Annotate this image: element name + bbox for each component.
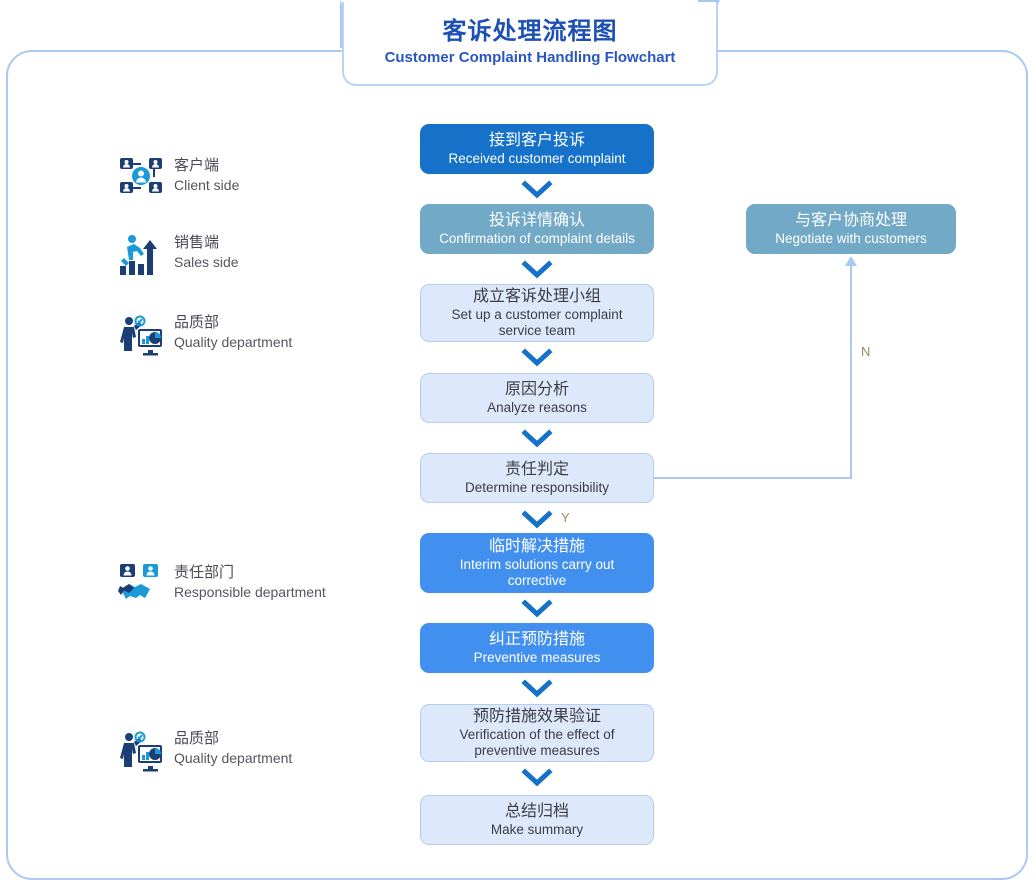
client-network-icon [118, 155, 164, 201]
role-label-cn: 销售端 [174, 234, 220, 251]
role-label-group: 责任部门 Responsible department [174, 562, 326, 601]
branch-connector-vertical [850, 266, 852, 479]
title-banner: 客诉处理流程图 Customer Complaint Handling Flow… [320, 0, 740, 92]
node-title-en: Make summary [490, 821, 584, 837]
chevron-down-icon [520, 258, 554, 280]
node-title-cn: 原因分析 [504, 380, 569, 398]
branch-arrow-up-icon [845, 256, 857, 266]
chevron-down-icon [520, 766, 554, 788]
chevron-down-icon [520, 178, 554, 200]
role-label-cn: 责任部门 [174, 564, 235, 581]
role-label-cn: 客户端 [174, 157, 220, 174]
role-quality-department-bottom: 品质部 Quality department [118, 728, 292, 774]
node-title-en: Set up a customer complaint service team [451, 306, 623, 338]
page-title-en: Customer Complaint Handling Flowchart [384, 49, 676, 67]
role-label-group: 品质部 Quality department [174, 312, 292, 351]
node-title-cn: 纠正预防措施 [488, 630, 585, 648]
branch-label-no: N [861, 344, 871, 359]
node-title-cn: 与客户协商处理 [794, 211, 907, 229]
branch-label-yes: Y [561, 510, 570, 525]
role-label-cn: 品质部 [174, 314, 220, 331]
role-label-group: 品质部 Quality department [174, 728, 292, 767]
node-confirm-details[interactable]: 投诉详情确认 Confirmation of complaint details [420, 204, 654, 254]
node-title-cn: 临时解决措施 [488, 537, 585, 555]
node-title-cn: 投诉详情确认 [488, 211, 585, 229]
node-title-en: Analyze reasons [487, 399, 587, 415]
chevron-down-icon [520, 597, 554, 619]
role-quality-department-top: 品质部 Quality department [118, 312, 292, 358]
node-title-en: Determine responsibility [464, 479, 610, 495]
quality-analyst-icon [118, 312, 164, 358]
sales-growth-icon [118, 232, 164, 278]
node-title-cn: 总结归档 [504, 802, 569, 820]
node-title-en: Confirmation of complaint details [439, 230, 635, 246]
node-title-en: Preventive measures [473, 649, 601, 665]
role-client-side: 客户端 Client side [118, 155, 239, 201]
node-set-up-team[interactable]: 成立客诉处理小组 Set up a customer complaint ser… [420, 284, 654, 342]
handshake-people-icon [118, 562, 164, 608]
node-title-en: Negotiate with customers [775, 230, 927, 246]
role-label-en: Responsible department [174, 584, 326, 601]
chevron-down-icon [520, 677, 554, 699]
role-label-cn: 品质部 [174, 730, 220, 747]
node-title-en: Verification of the effect of preventive… [459, 726, 615, 758]
node-preventive-measures[interactable]: 纠正预防措施 Preventive measures [420, 623, 654, 673]
node-interim-solutions[interactable]: 临时解决措施 Interim solutions carry out corre… [420, 533, 654, 593]
node-analyze-reasons[interactable]: 原因分析 Analyze reasons [420, 373, 654, 423]
page-title-cn: 客诉处理流程图 [442, 18, 618, 46]
node-received-complaint[interactable]: 接到客户投诉 Received customer complaint [420, 124, 654, 174]
node-title-en: Interim solutions carry out corrective [459, 556, 615, 588]
node-make-summary[interactable]: 总结归档 Make summary [420, 795, 654, 845]
role-label-group: 销售端 Sales side [174, 232, 239, 271]
node-determine-responsibility[interactable]: 责任判定 Determine responsibility [420, 453, 654, 503]
node-verification[interactable]: 预防措施效果验证 Verification of the effect of p… [420, 704, 654, 762]
node-title-cn: 责任判定 [504, 460, 569, 478]
node-title-cn: 预防措施效果验证 [472, 707, 601, 725]
role-label-en: Quality department [174, 334, 293, 351]
role-responsible-department: 责任部门 Responsible department [118, 562, 326, 608]
node-title-cn: 成立客诉处理小组 [472, 287, 601, 305]
role-sales-side: 销售端 Sales side [118, 232, 239, 278]
node-title-en: Received customer complaint [448, 150, 626, 166]
role-label-group: 客户端 Client side [174, 155, 239, 194]
branch-connector-horizontal [654, 477, 852, 479]
chevron-down-icon [520, 508, 554, 530]
node-title-cn: 接到客户投诉 [488, 131, 585, 149]
role-label-en: Quality department [174, 750, 293, 767]
node-negotiate-with-customers[interactable]: 与客户协商处理 Negotiate with customers [746, 204, 956, 254]
role-label-en: Client side [174, 177, 240, 194]
chevron-down-icon [520, 427, 554, 449]
role-label-en: Sales side [174, 254, 239, 271]
quality-analyst-icon [118, 728, 164, 774]
chevron-down-icon [520, 346, 554, 368]
title-banner-body: 客诉处理流程图 Customer Complaint Handling Flow… [342, 2, 718, 86]
